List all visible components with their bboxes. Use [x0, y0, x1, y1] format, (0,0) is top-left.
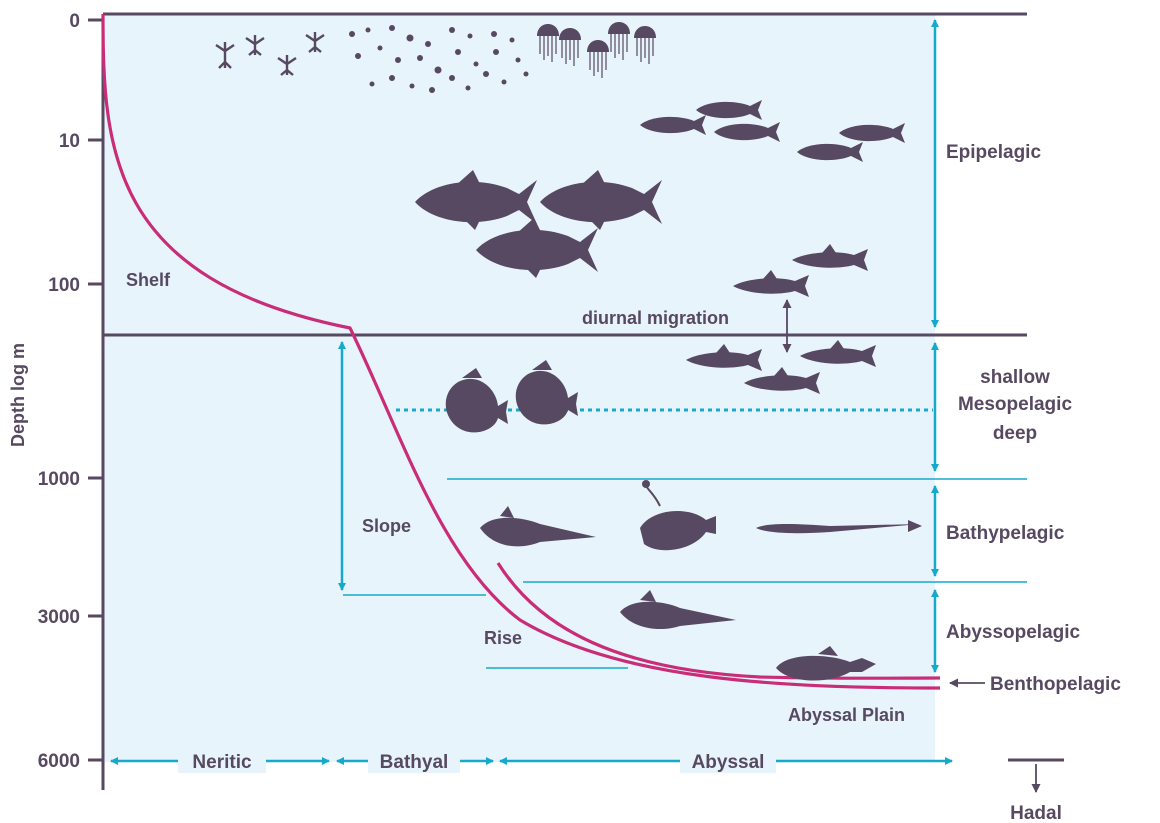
tick-label-0: 0: [69, 11, 80, 32]
bathypelagic-label: Bathypelagic: [946, 523, 1065, 544]
diurnal-migration-label: diurnal migration: [582, 308, 729, 328]
abyssopelagic-label: Abyssopelagic: [946, 622, 1081, 643]
axis-title: Depth log m: [8, 343, 28, 447]
tick-label-1000: 1000: [38, 469, 80, 490]
mesopelagic-label: Mesopelagic: [958, 394, 1072, 415]
benthopelagic-label: Benthopelagic: [990, 674, 1121, 695]
hadal-label: Hadal: [1010, 803, 1062, 823]
tick-label-10: 10: [59, 131, 80, 152]
abyssal-label: Abyssal: [692, 752, 765, 773]
tick-label-6000: 6000: [38, 751, 80, 772]
mesopelagic-shallow-label: shallow: [980, 367, 1050, 388]
rise-label: Rise: [484, 628, 522, 648]
epipelagic-label: Epipelagic: [946, 142, 1041, 163]
shelf-label: Shelf: [126, 270, 171, 290]
neritic-label: Neritic: [192, 752, 252, 773]
bathyal-label: Bathyal: [380, 752, 449, 773]
tick-label-3000: 3000: [38, 607, 80, 628]
depth-ticks: [88, 20, 103, 760]
abyssal-plain-label: Abyssal Plain: [788, 705, 905, 725]
tick-label-100: 100: [48, 275, 80, 296]
slope-label: Slope: [362, 516, 411, 536]
mesopelagic-deep-label: deep: [993, 423, 1037, 444]
